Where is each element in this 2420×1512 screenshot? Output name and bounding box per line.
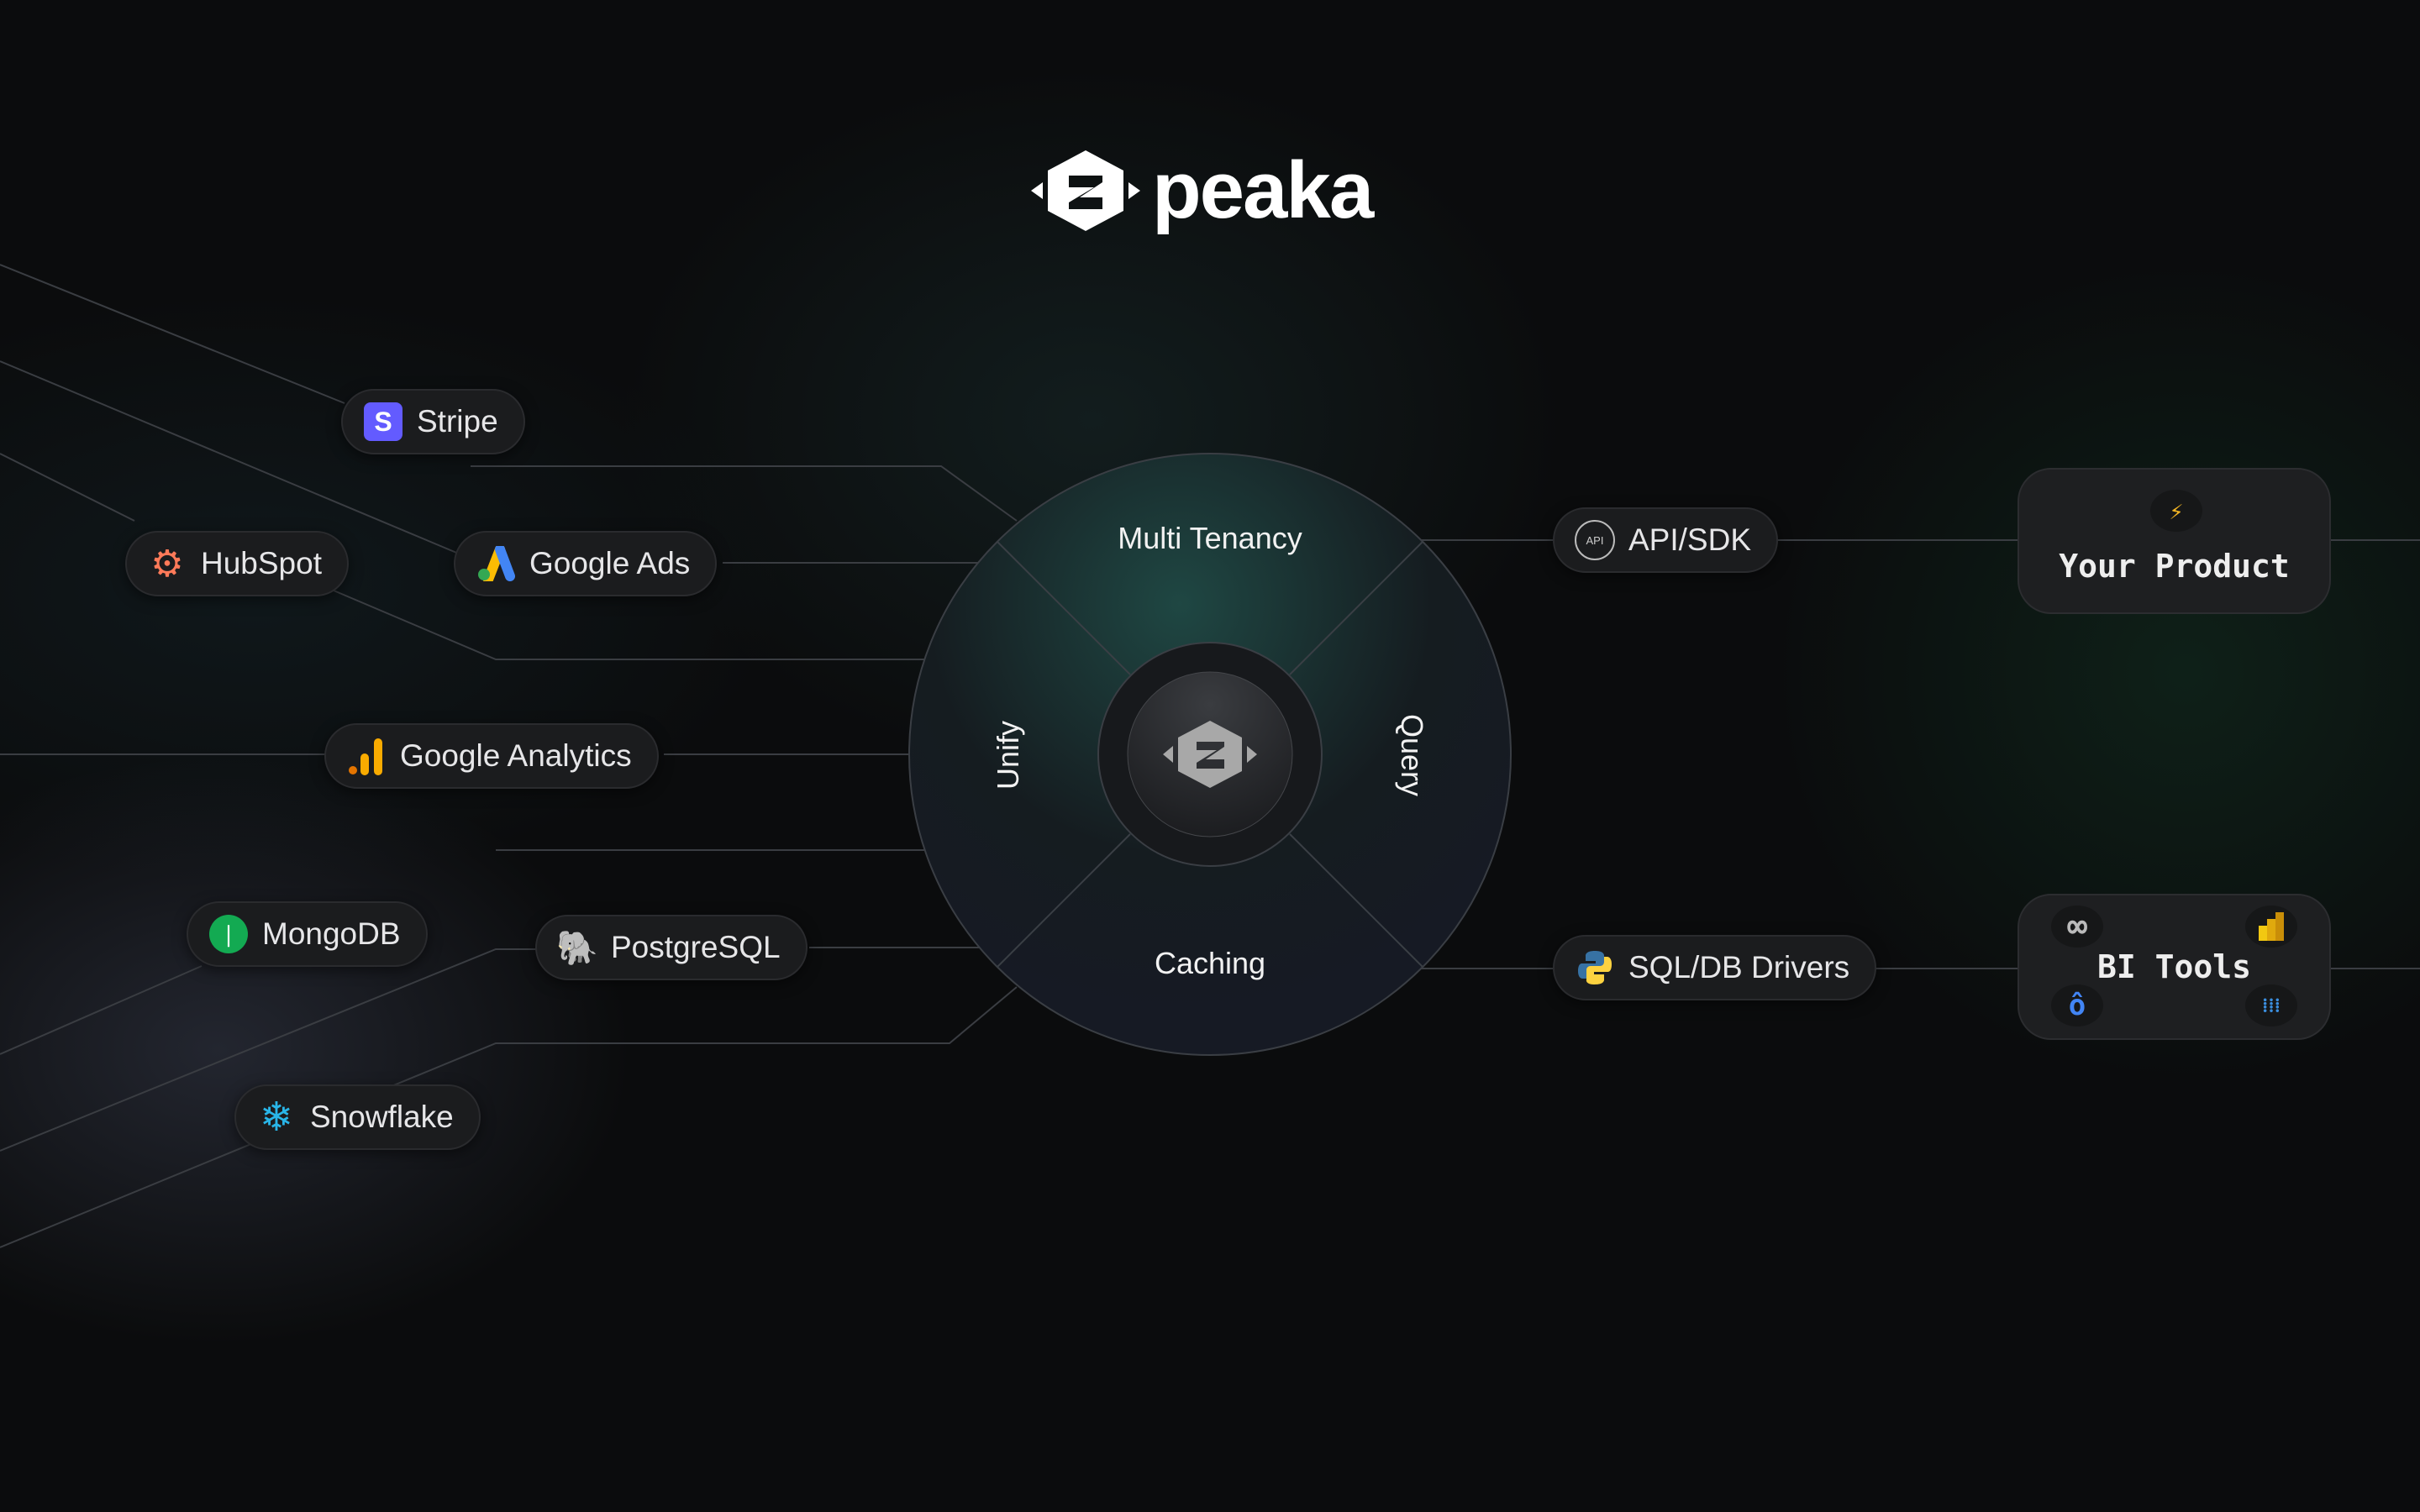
tableau-icon: ⁞⁞⁞ bbox=[2245, 984, 2297, 1026]
hub-caching: Caching bbox=[1154, 946, 1266, 980]
peaka-hub: Multi Tenancy Caching Unify Query bbox=[908, 452, 1512, 1057]
peaka-logo: peaka bbox=[1031, 144, 1374, 237]
hub-multi-tenancy: Multi Tenancy bbox=[1118, 521, 1302, 555]
hub-wheel bbox=[908, 453, 1512, 1056]
source-snowflake[interactable]: ❄ Snowflake bbox=[234, 1084, 481, 1150]
source-hubspot[interactable]: ⚙ HubSpot bbox=[125, 531, 349, 596]
output-label: SQL/DB Drivers bbox=[1628, 950, 1850, 984]
source-label: Snowflake bbox=[310, 1100, 454, 1134]
output-sql-db-drivers[interactable]: SQL/DB Drivers bbox=[1553, 935, 1877, 1000]
output-label: API/SDK bbox=[1628, 522, 1751, 557]
source-label: HubSpot bbox=[201, 546, 322, 580]
target-bi-tools[interactable]: ∞ ô ⁞⁞⁞ BI Tools bbox=[2018, 894, 2331, 1040]
lightning-icon: ⚡ bbox=[2150, 490, 2202, 532]
source-label: PostgreSQL bbox=[611, 930, 781, 964]
mongodb-icon: ❘ bbox=[208, 914, 249, 954]
hubspot-icon: ⚙ bbox=[150, 543, 184, 585]
brand-name: peaka bbox=[1152, 145, 1374, 235]
target-your-product[interactable]: ⚡ Your Product bbox=[2018, 468, 2331, 614]
looker-icon: ô bbox=[2051, 984, 2103, 1026]
source-mongodb[interactable]: ❘ MongoDB bbox=[187, 901, 428, 967]
source-postgresql[interactable]: 🐘 PostgreSQL bbox=[535, 915, 808, 980]
source-label: Stripe bbox=[417, 404, 498, 438]
source-label: Google Ads bbox=[529, 546, 691, 580]
power-bi-icon bbox=[2245, 906, 2297, 948]
api-icon: API bbox=[1575, 520, 1615, 560]
google-ads-icon bbox=[476, 543, 516, 584]
hub-unify: Unify bbox=[991, 720, 1025, 790]
metabase-icon: ∞ bbox=[2051, 906, 2103, 948]
source-google-ads[interactable]: Google Ads bbox=[454, 531, 718, 596]
output-api-sdk[interactable]: API API/SDK bbox=[1553, 507, 1778, 573]
source-stripe[interactable]: S Stripe bbox=[341, 389, 525, 454]
peaka-logo-icon bbox=[1031, 150, 1140, 231]
target-label: BI Tools bbox=[2096, 948, 2252, 985]
google-analytics-icon bbox=[346, 736, 387, 776]
python-icon bbox=[1575, 948, 1615, 988]
target-label: Your Product bbox=[2059, 548, 2290, 585]
source-google-analytics[interactable]: Google Analytics bbox=[324, 723, 659, 789]
postgresql-icon: 🐘 bbox=[556, 929, 598, 967]
source-label: Google Analytics bbox=[400, 738, 632, 773]
source-label: MongoDB bbox=[262, 916, 401, 951]
snowflake-icon: ❄ bbox=[259, 1095, 294, 1140]
hub-query: Query bbox=[1395, 713, 1429, 797]
peaka-center-icon bbox=[1163, 721, 1257, 788]
stripe-icon: S bbox=[363, 402, 403, 442]
